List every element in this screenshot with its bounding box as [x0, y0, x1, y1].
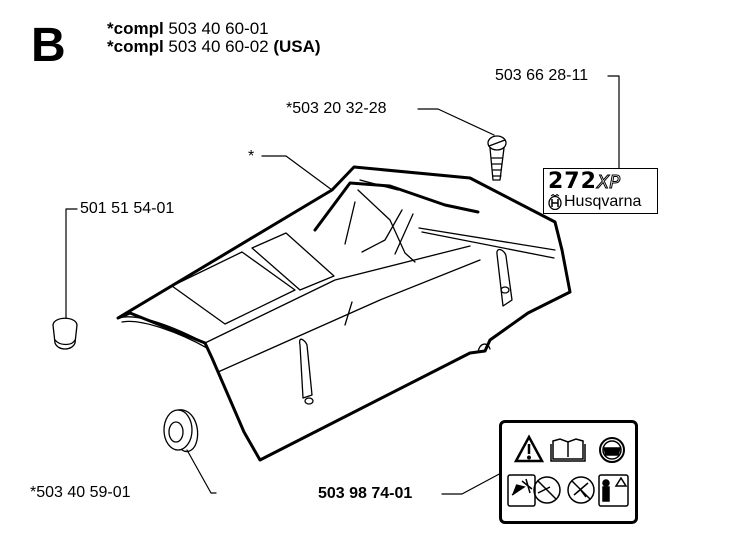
decal-model-suffix: XP — [596, 172, 621, 194]
assembly-part-number: 503 40 60-02 — [168, 37, 269, 56]
decal-brand-name: Husqvarna — [564, 193, 642, 210]
read-manual-book-icon — [550, 438, 586, 462]
leader-plug — [65, 208, 78, 319]
label-screw-part: *503 20 32-28 — [286, 100, 387, 117]
leader-decal — [607, 75, 620, 169]
kickback-hazard-icon — [507, 474, 536, 507]
region-suffix: (USA) — [273, 37, 321, 56]
assembly-part-number: 503 40 60-01 — [168, 19, 269, 38]
leader-grommet — [186, 449, 217, 494]
assembly-number-line-2: *compl 503 40 60-02 (USA) — [107, 38, 321, 56]
leader-cover — [261, 155, 333, 191]
warning-triangle-icon — [513, 434, 545, 463]
cylinder-cover — [116, 165, 572, 462]
label-decal-part: 503 66 28-11 — [495, 67, 589, 84]
head-protection-icon — [599, 437, 625, 463]
screw-503-20-32-28 — [487, 135, 507, 181]
leader-screw — [417, 108, 495, 136]
compl-prefix: *compl — [107, 19, 164, 38]
warning-decal-panel — [499, 420, 638, 524]
leader-warning-decal — [441, 471, 504, 495]
grommet-503-40-59-01 — [163, 409, 199, 453]
section-letter: B — [31, 19, 66, 72]
label-warning-decal-part: 503 98 74-01 — [318, 485, 413, 502]
label-cover-marker: * — [248, 148, 255, 165]
compl-prefix: *compl — [107, 37, 164, 56]
label-plug-part: 501 51 54-01 — [80, 200, 175, 217]
cover-details — [117, 179, 556, 405]
leader-lines — [65, 75, 620, 495]
no-cutting-branches-icon — [567, 476, 595, 504]
plug-501-51-54-01 — [52, 317, 78, 350]
model-decal-272xp: 272XP Husqvarna — [543, 168, 658, 214]
assembly-number-line-1: *compl 503 40 60-01 — [107, 20, 269, 38]
husqvarna-crown-h-icon — [548, 194, 562, 210]
decal-model-number: 272 — [548, 169, 597, 194]
no-one-hand-operation-icon — [533, 476, 561, 504]
label-grommet-part: *503 40 59-01 — [30, 484, 131, 501]
keep-distance-bystanders-icon — [598, 474, 629, 507]
warning-pictograms — [507, 434, 629, 507]
